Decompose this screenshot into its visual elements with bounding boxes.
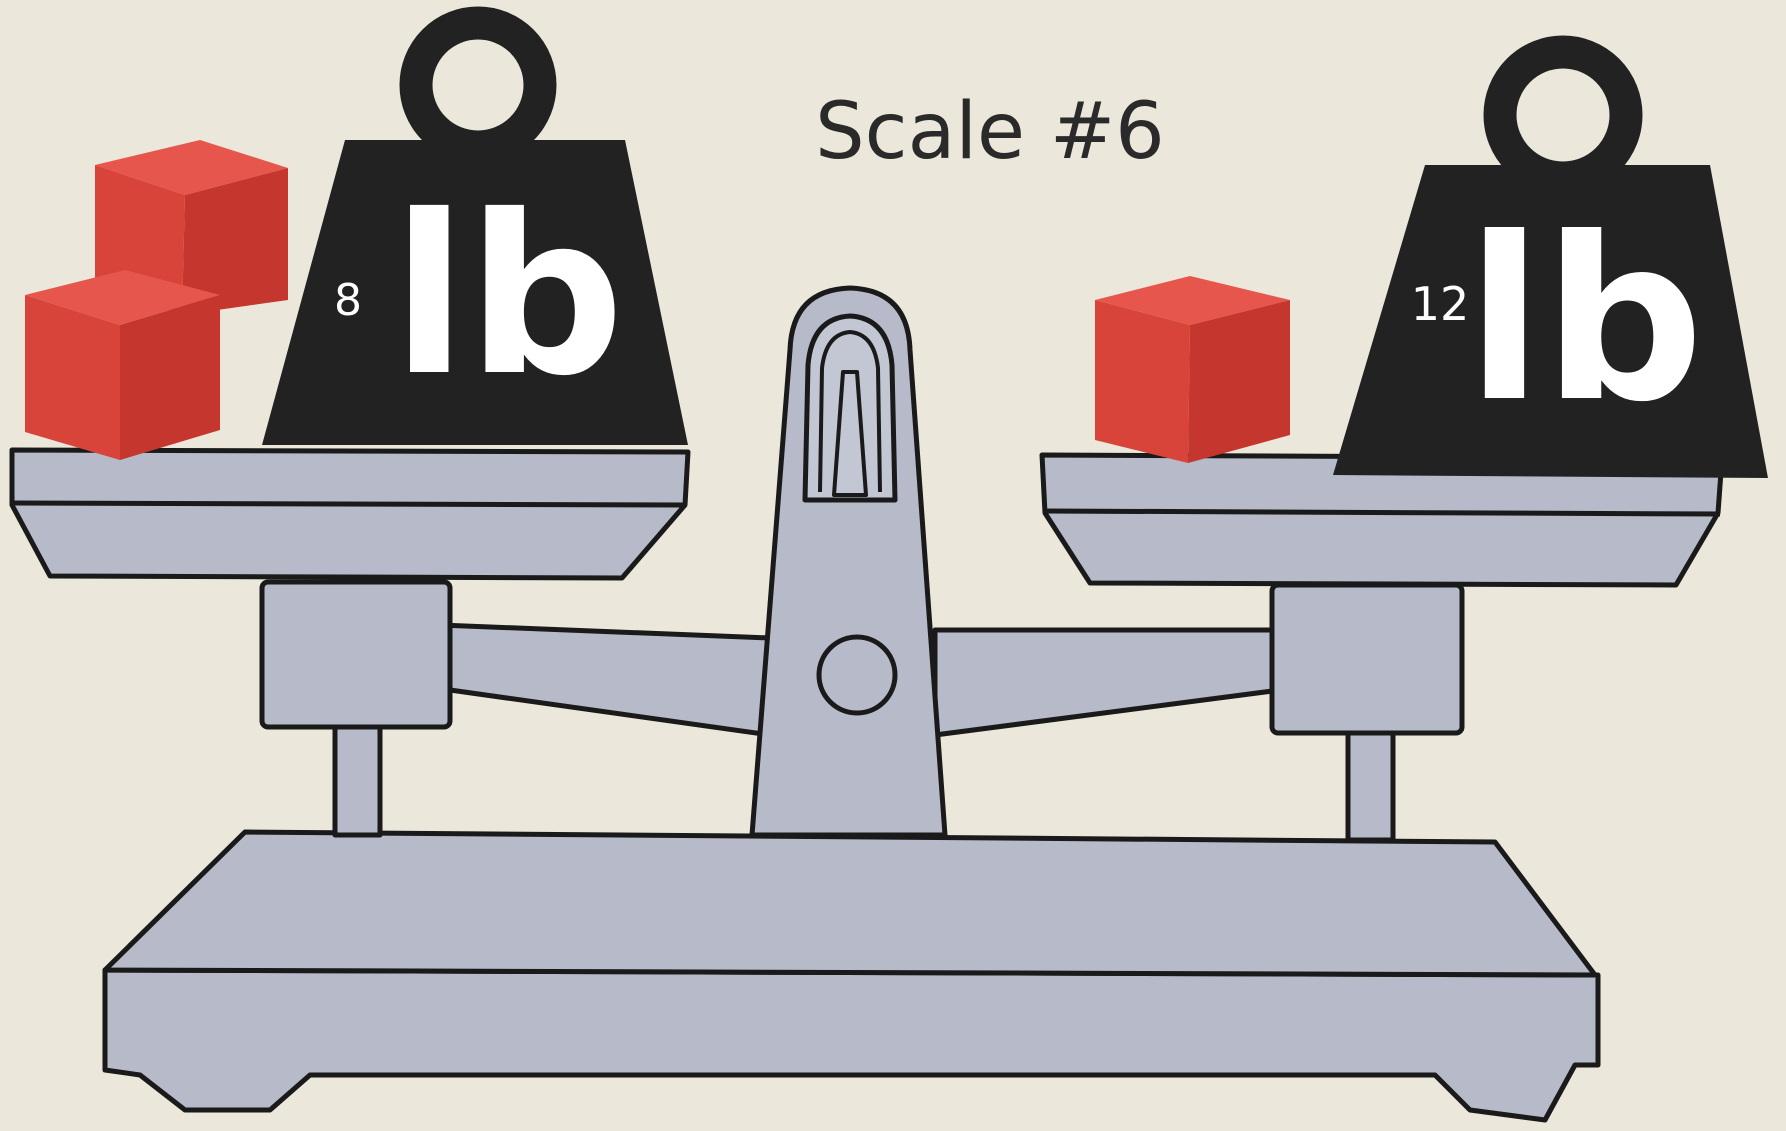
balance-scale [9, 285, 1725, 1123]
red-cube [25, 270, 220, 460]
left-weight-body [262, 140, 688, 445]
center-pillar [749, 285, 948, 838]
needle [832, 370, 868, 497]
right-pan-support [1269, 582, 1465, 736]
right-weight: 12 lb [1333, 35, 1768, 478]
right-post [1345, 727, 1396, 843]
title-text: Scale #6 [815, 87, 1165, 177]
left-post [332, 717, 383, 838]
left-pan-support [259, 579, 453, 730]
scale-base-lower [102, 967, 1601, 1123]
right-cube [1095, 276, 1290, 463]
right-pan-rim [1044, 508, 1721, 517]
right-weight-number: 12 [1411, 277, 1470, 331]
left-weight: 8 lb [262, 6, 688, 445]
left-weight-number: 8 [334, 275, 362, 326]
red-cube [95, 140, 288, 315]
left-weight-unit: lb [392, 168, 625, 424]
scale-base-upper [102, 829, 1598, 978]
left-pan-rim [13, 500, 687, 508]
right-weight-body [1333, 165, 1768, 478]
pillar-window-inner [818, 330, 882, 493]
right-weight-unit: lb [1466, 190, 1704, 452]
left-pan [9, 447, 691, 581]
left-cube-stack [25, 140, 288, 460]
pivot-circle [816, 634, 898, 716]
